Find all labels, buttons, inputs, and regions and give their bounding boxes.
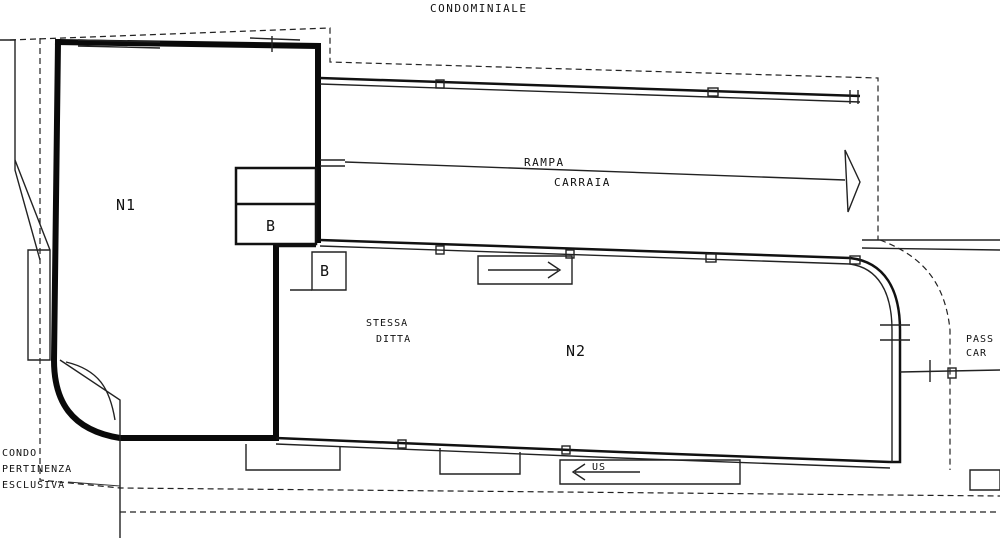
lower-exterior [245,444,741,485]
ramp-walls [319,76,861,167]
room-label-b-lower: B [320,262,330,280]
stessa-label-line2: DITTA [376,334,411,345]
leader-line [67,481,121,487]
header-label: CONDOMINIALE [430,2,527,15]
ramp-label-line2: CARRAIA [554,176,611,189]
door-swing [59,359,121,538]
n1-walls [50,38,321,441]
ramp-arrow [344,149,861,213]
room-label-n1: N1 [116,196,136,214]
ramp-label-line1: RAMPA [524,156,565,169]
arrow-mark-label: US [592,462,606,473]
b-room-lower [290,251,347,291]
stessa-label-line1: STESSA [366,318,408,329]
boundary-dashed [9,27,1000,513]
left-label-line3: ESCLUSIVA [2,480,65,491]
n2-walls [275,238,910,469]
n1-windows [77,36,301,52]
n2-arrow [477,255,573,285]
room-label-b-upper: B [266,217,276,235]
left-label-line2: PERTINENZA [2,464,72,475]
right-label-line2: CAR [966,348,987,359]
left-boundary [0,39,51,361]
room-label-n2: N2 [566,342,586,360]
right-label-line1: PASS [966,334,994,345]
left-label-line1: CONDO [2,448,37,459]
right-structure [861,239,1000,491]
